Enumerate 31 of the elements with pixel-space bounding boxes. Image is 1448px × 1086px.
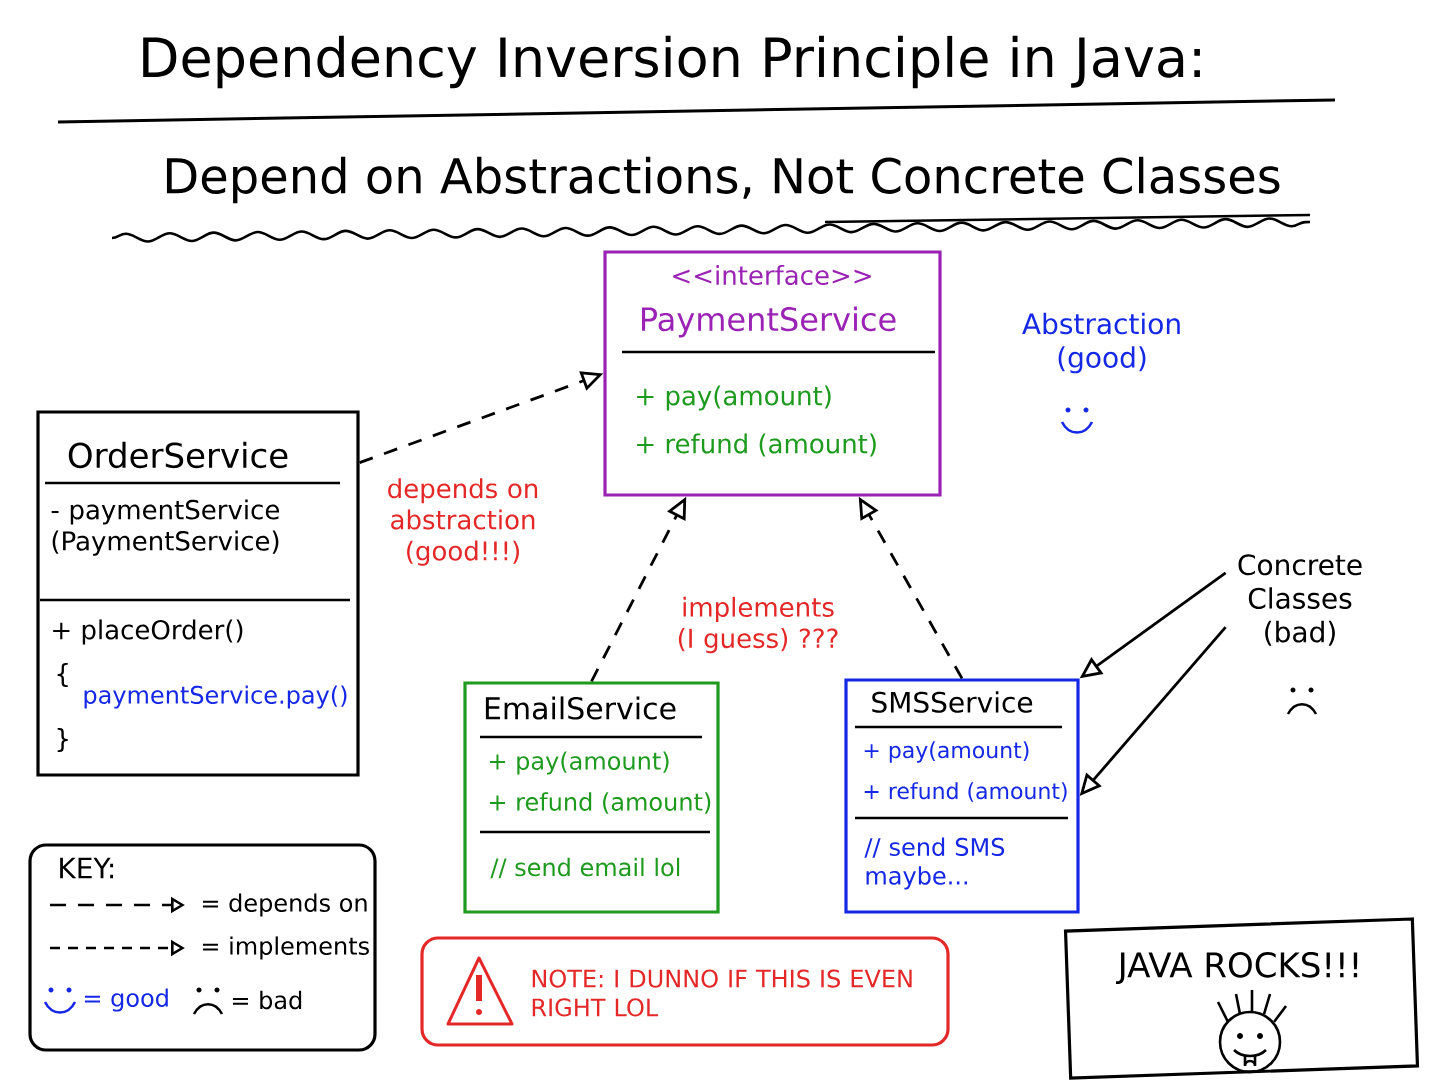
method-text: + refund (amount) [489, 792, 711, 814]
title: Dependency Inversion Principle in Java: [143, 35, 1200, 89]
method-text: + refund (amount) [864, 782, 1067, 802]
method-text: + pay(amount) [637, 385, 831, 411]
method-text: + placeOrder() [53, 619, 243, 645]
annotation-text: Abstraction (good) [1022, 312, 1180, 374]
field-text: - paymentService (PaymentService) [51, 499, 279, 556]
method-text: + pay(amount) [864, 741, 1029, 763]
key-heading: KEY: [60, 857, 114, 879]
stereotype-label: <<interface>> [673, 264, 871, 286]
edge-label: depends on abstraction (good!!!) [376, 476, 550, 568]
comment-text: // send SMS maybe... [864, 837, 1005, 890]
method-text: + pay(amount) [489, 751, 669, 775]
class-name: OrderService [68, 441, 288, 469]
legend-text: = bad [232, 990, 302, 1010]
subtitle: Depend on Abstractions, Not Concrete Classes [166, 156, 1280, 204]
class-name: PaymentService [641, 306, 896, 338]
code-text: { [57, 663, 68, 687]
annotation-text: implements (I guess) ??? [678, 596, 838, 654]
class-name: SMSService [872, 691, 1033, 713]
code-text: paymentService.pay() [84, 685, 347, 709]
code-text: } [57, 728, 68, 752]
sign-text: JAVA ROCKS!!! [1115, 951, 1358, 984]
legend-text: = good [84, 988, 168, 1012]
annotation-text: Concrete Classes (bad) [1238, 554, 1362, 646]
comment-text: // send email lol [490, 857, 680, 879]
note-text: NOTE: I DUNNO IF THIS IS EVEN RIGHT LOL [532, 969, 912, 1017]
legend-text: = depends on [202, 893, 367, 917]
class-name: EmailService [485, 696, 676, 720]
method-text: + refund (amount) [637, 433, 876, 457]
legend-text: = implements [202, 936, 369, 960]
